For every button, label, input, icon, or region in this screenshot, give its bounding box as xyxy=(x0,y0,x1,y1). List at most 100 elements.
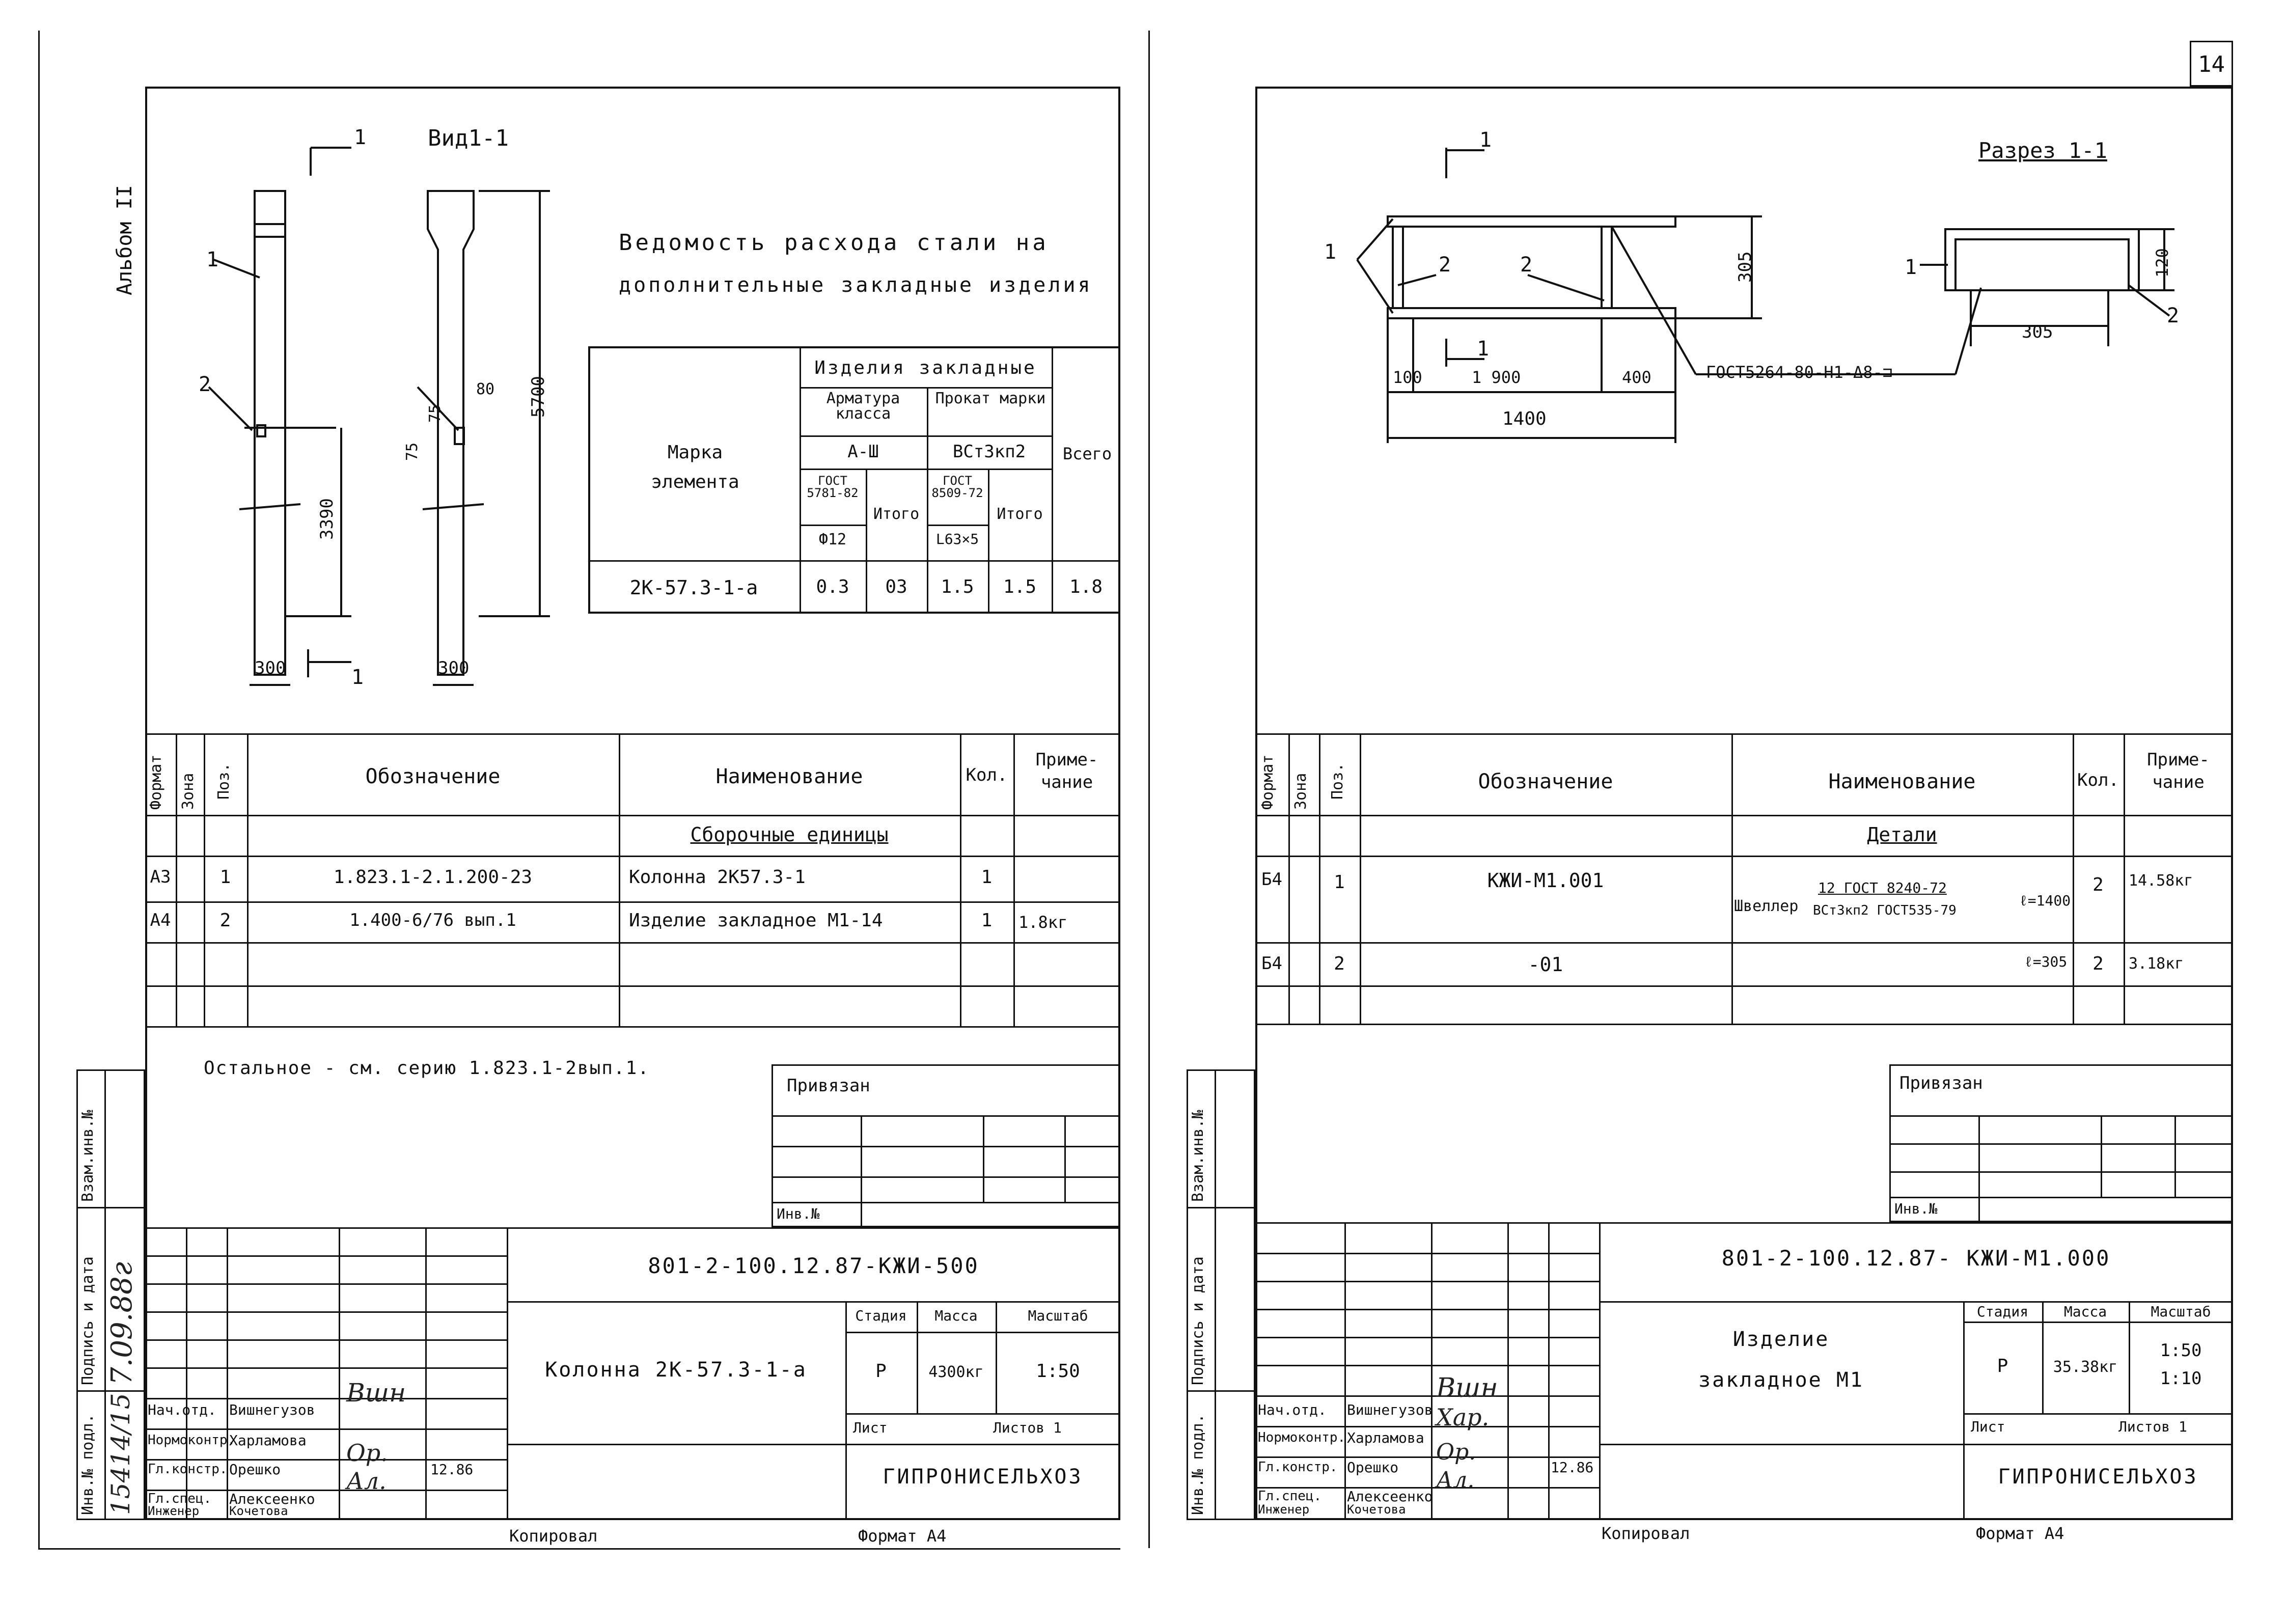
left-role-2: Гл.констр. xyxy=(148,1462,228,1477)
right-inv-label: Инв.№ xyxy=(1894,1200,1938,1217)
steel-h-d12: Ф12 xyxy=(818,531,847,548)
left-stamp-mass-h: Масса xyxy=(934,1307,978,1324)
left-spec-h-designation: Обозначение xyxy=(365,765,501,788)
left-name-1: Харламова xyxy=(229,1432,307,1449)
left-role-0: Нач.отд. xyxy=(148,1401,216,1418)
left-stamp-stage-h: Стадия xyxy=(855,1307,907,1324)
right-signature-1: Вшн xyxy=(1436,1373,1498,1403)
left-inv-label: Инв.№ xyxy=(777,1205,820,1222)
right-spec-h-format: Формат xyxy=(1259,754,1277,810)
steel-row-v3: 1.5 xyxy=(941,576,974,597)
right-spec-row1-format: Б4 xyxy=(1261,869,1282,890)
left-stamp-org: ГИПРОНИСЕЛЬХОЗ xyxy=(883,1465,1083,1489)
right-side-label-0: Инв.№ подл. xyxy=(1189,1414,1207,1515)
right-spec-row1-name-b: 12 ГОСТ 8240-72 xyxy=(1818,879,1947,896)
right-dim-305-vertical: 305 xyxy=(1735,251,1755,283)
right-name-1: Харламова xyxy=(1347,1429,1424,1446)
right-spec-row1-designation: КЖИ-М1.001 xyxy=(1487,869,1604,892)
right-spec-row1-pos: 1 xyxy=(1334,872,1345,893)
steel-h-gost2: ГОСТ 8509-72 xyxy=(931,474,983,500)
right-spec-h-zone: Зона xyxy=(1292,773,1310,810)
right-section-title: Разрез 1-1 xyxy=(1978,138,2107,163)
right-stamp-title-1: Изделие xyxy=(1732,1328,1830,1351)
right-dim-305: 305 xyxy=(2022,322,2053,342)
steel-h-armature: Арматура класса xyxy=(826,390,900,423)
right-stamp-stage: Р xyxy=(1997,1356,2008,1377)
left-role-4: Инженер xyxy=(148,1504,200,1518)
right-spec-row1-note: 14.58кг xyxy=(2129,872,2193,890)
left-role-3: Гл.спец. xyxy=(148,1491,212,1506)
statement-title-1: Ведомость расхода стали на xyxy=(619,230,1049,256)
left-stamp-scale: 1:50 xyxy=(1036,1361,1080,1382)
right-callout-2b: 2 xyxy=(1520,253,1533,277)
right-name-0: Вишнегузов xyxy=(1347,1401,1433,1418)
right-stamp-scale-1: 1:50 xyxy=(2160,1340,2202,1361)
right-stamp-org: ГИПРОНИСЕЛЬХОЗ xyxy=(1998,1465,2198,1489)
left-stamp-sheet: Лист xyxy=(853,1419,888,1436)
steel-row-v4: 1.5 xyxy=(1003,576,1037,597)
left-signature-2: Ор. xyxy=(346,1439,388,1467)
left-spec-row2-qty: 1 xyxy=(981,910,993,931)
right-spec-h-note: Приме-чание xyxy=(2147,750,2210,793)
steel-h-group: Изделия закладные xyxy=(814,357,1037,378)
right-stamp-sheets: Листов 1 xyxy=(2118,1418,2187,1435)
right-spec-row2-len: ℓ=305 xyxy=(2024,953,2068,970)
steel-h-l63: L63×5 xyxy=(935,531,979,547)
right-signature-3: Ор. xyxy=(1436,1439,1476,1465)
right-spec-h-name: Наименование xyxy=(1828,770,1976,793)
right-spec-row2-pos: 2 xyxy=(1334,953,1345,974)
left-signature-1: Вшн xyxy=(346,1378,406,1408)
left-stamp-title: Колонна 2К-57.3-1-а xyxy=(545,1358,807,1382)
right-role-1: Нормоконтр. xyxy=(1258,1430,1346,1445)
left-spec-row2-designation: 1.400-6/76 вып.1 xyxy=(349,910,516,930)
left-spec-row1-name: Колонна 2К57.3-1 xyxy=(629,867,806,888)
left-spec-row2-pos: 2 xyxy=(219,910,231,931)
right-copied: Копировал xyxy=(1602,1524,1690,1543)
dim-80: 80 xyxy=(476,380,495,398)
right-sheet-frame xyxy=(1255,87,2233,1520)
left-section-mark-top: 1 xyxy=(354,126,367,149)
dim-300-left: 300 xyxy=(255,658,286,678)
right-callout-2a: 2 xyxy=(1439,253,1451,277)
right-spec-row1-name-c: ВСт3кп2 ГОСТ535-79 xyxy=(1813,903,1957,918)
left-spec-row2-name: Изделие закладное М1-14 xyxy=(629,910,883,931)
right-role-2: Гл.констр. xyxy=(1258,1460,1338,1475)
right-stamp-mass: 35.38кг xyxy=(2053,1358,2118,1376)
right-side-label-2: Взам.инв.№ xyxy=(1189,1110,1207,1202)
right-section-mark-top: 1 xyxy=(1479,128,1492,152)
right-spec-h-qty: Кол. xyxy=(2077,770,2119,790)
right-signature-4: Ал. xyxy=(1436,1467,1475,1493)
right-stamp-stage-h: Стадия xyxy=(1976,1303,2029,1320)
left-spec-row2-note: 1.8кг xyxy=(1018,913,1068,932)
right-dim-1400: 1400 xyxy=(1502,408,1547,429)
steel-h-gost1: ГОСТ 5781-82 xyxy=(807,474,859,500)
left-spec-h-name: Наименование xyxy=(715,765,863,788)
left-name-0: Вишнегузов xyxy=(229,1401,315,1418)
left-spec-row1-designation: 1.823.1-2.1.200-23 xyxy=(333,867,533,888)
right-privyazan-label: Привязан xyxy=(1899,1073,1983,1093)
left-format: Формат А4 xyxy=(858,1526,947,1546)
left-note-text: Остальное - см. серию 1.823.1-2вып.1. xyxy=(204,1058,650,1079)
left-spec-row1-format: А3 xyxy=(150,867,171,887)
left-stamp-mass: 4300кг xyxy=(928,1363,984,1381)
right-dim-400: 400 xyxy=(1622,368,1651,387)
left-spec-section: Сборочные единицы xyxy=(690,823,889,846)
right-dim-120: 120 xyxy=(2153,248,2172,278)
left-spec-row2-format: А4 xyxy=(150,910,171,930)
left-name-4: Кочетова xyxy=(229,1504,288,1518)
right-name-3: Алексеенко xyxy=(1347,1488,1433,1505)
right-name-4: Кочетова xyxy=(1347,1502,1406,1517)
left-spec-h-note: Приме-чание xyxy=(1035,750,1098,793)
right-callout-1a: 1 xyxy=(1324,240,1337,264)
right-stamp-scale-h: Масштаб xyxy=(2151,1303,2211,1320)
right-spec-row2-note: 3.18кг xyxy=(2129,955,2184,973)
right-weld-note: ГОСТ5264-80-Н1-Δ8-⊐ xyxy=(1706,363,1893,382)
left-spec-row1-qty: 1 xyxy=(981,867,993,888)
right-callout-2c: 2 xyxy=(2167,304,2180,327)
right-side-label-1: Подпись и дата xyxy=(1189,1256,1207,1385)
page-number-box xyxy=(2190,41,2233,87)
left-callout-1: 1 xyxy=(206,248,219,271)
left-name-2: Орешко xyxy=(229,1461,281,1478)
